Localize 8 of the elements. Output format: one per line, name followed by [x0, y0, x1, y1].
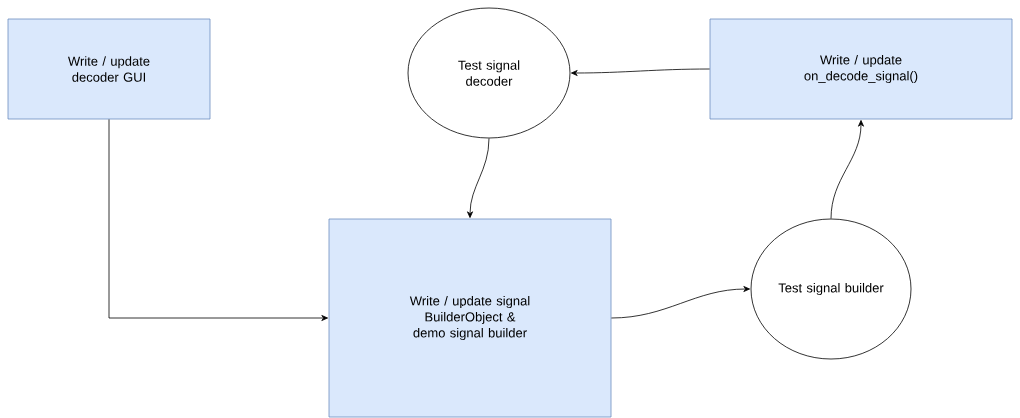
process-box: Write / update on_decode_signal() [709, 18, 1013, 120]
arrow [571, 68, 710, 76]
arrow [611, 286, 750, 319]
process-box: Write / update decoder GUI [7, 18, 211, 120]
arrow [108, 119, 328, 321]
arrow [830, 120, 864, 219]
process-box: Write / update signal BuilderObject & demo signal builder [328, 218, 612, 418]
arrow [467, 138, 490, 218]
